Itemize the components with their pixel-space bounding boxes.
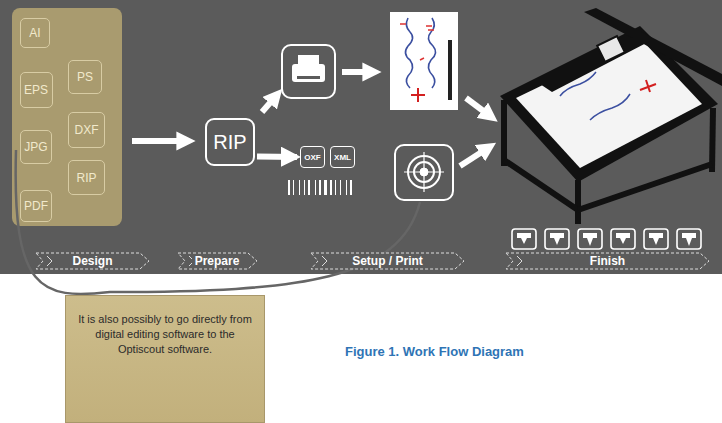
format-box: JPG bbox=[20, 130, 52, 164]
callout-text: It is also possibly to go directly from … bbox=[78, 312, 252, 357]
flatbed-cutter bbox=[500, 8, 722, 224]
format-box: PS bbox=[68, 60, 102, 94]
barcode bbox=[288, 180, 352, 195]
format-box: DXF bbox=[68, 112, 105, 148]
node-label: XML bbox=[334, 153, 351, 162]
callout-box: It is also possibly to go directly from … bbox=[65, 295, 265, 423]
flow-arrow bbox=[257, 153, 297, 160]
figure-caption: Figure 1. Work Flow Diagram bbox=[345, 344, 524, 359]
node-label: PS bbox=[77, 70, 93, 84]
dark-band bbox=[0, 0, 722, 274]
node-label: AI bbox=[29, 26, 40, 40]
node-label: Design bbox=[69, 254, 115, 268]
file-box: XML bbox=[330, 146, 355, 168]
stage-label: Prepare bbox=[177, 252, 258, 270]
format-box: PDF bbox=[20, 190, 52, 222]
node-label: OXF bbox=[304, 153, 320, 162]
node-label: RIP bbox=[76, 171, 96, 185]
node-label: EPS bbox=[24, 83, 48, 97]
design-files-panel bbox=[12, 8, 122, 226]
file-box: OXF bbox=[300, 146, 325, 168]
printer-icon bbox=[282, 45, 335, 98]
node-label: Setup / Print bbox=[349, 254, 426, 268]
stage-label: Setup / Print bbox=[310, 252, 465, 270]
stage-label: Design bbox=[35, 252, 150, 270]
rip-box: RIP bbox=[205, 118, 255, 166]
node-label: Finish bbox=[587, 254, 628, 268]
format-box: EPS bbox=[20, 72, 53, 108]
tool-icons bbox=[512, 229, 701, 249]
node-label: Prepare bbox=[192, 254, 243, 268]
node-label: DXF bbox=[75, 123, 99, 137]
printed-sheet bbox=[390, 12, 458, 110]
stage-label: Finish bbox=[505, 252, 710, 270]
node-label: JPG bbox=[24, 140, 47, 154]
node-label: RIP bbox=[213, 131, 246, 154]
format-box: RIP bbox=[68, 160, 105, 195]
target-icon bbox=[395, 145, 453, 200]
format-box: AI bbox=[20, 18, 50, 48]
node-label: PDF bbox=[24, 199, 48, 213]
callout-leader bbox=[16, 150, 420, 294]
